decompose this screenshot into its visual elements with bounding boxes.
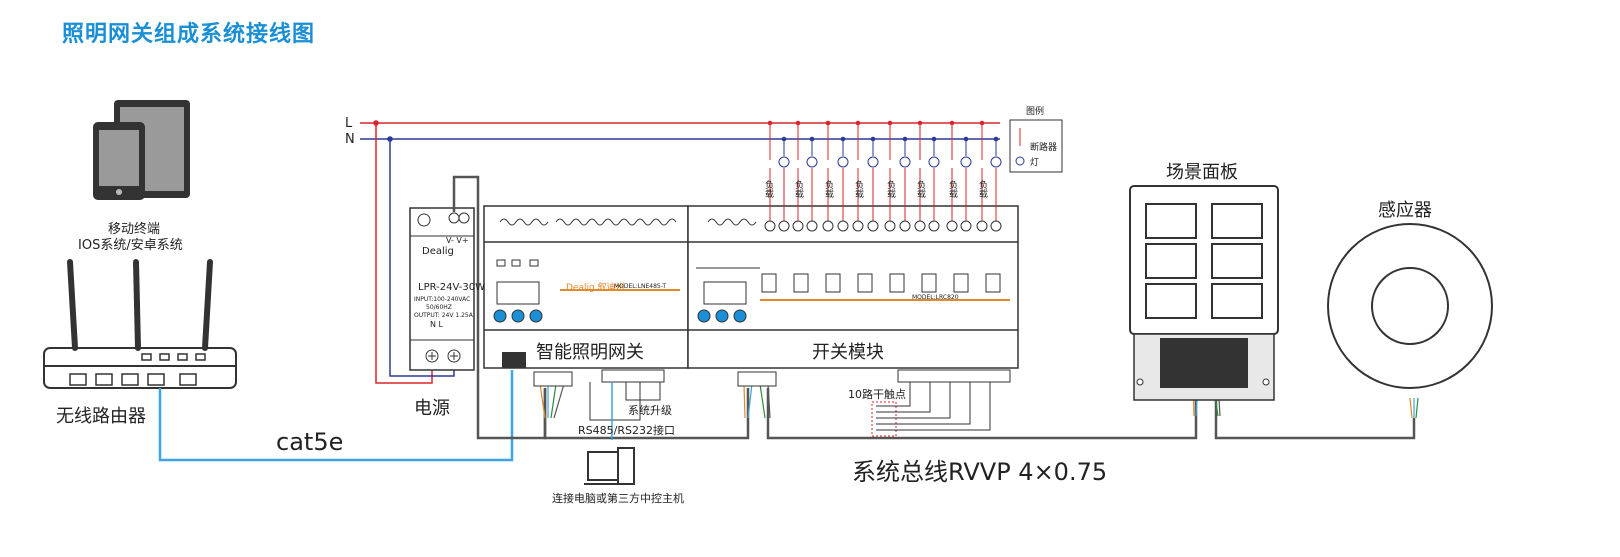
line-N-label: N [345,132,355,147]
mobile-os-label: IOS系统/安卓系统 [78,238,183,253]
page-title: 照明网关组成系统接线图 [62,22,316,47]
switch-module-label: 开关模块 [812,342,884,363]
bus-label: 系统总线RVVP 4×0.75 [852,458,1108,486]
load-label-8: 负载 [977,180,987,198]
dry-contact-label: 10路干触点 [848,388,906,401]
load-label-3: 负载 [823,180,833,198]
pc-label: 连接电脑或第三方中控主机 [552,492,684,505]
cat5e-cable [158,370,514,462]
load-label-4: 负载 [853,180,863,198]
line-L-label: L [345,116,353,131]
rs-port-label: RS485/RS232接口 [578,424,675,437]
load-label-1: 负载 [763,180,773,198]
power-supply-icon [409,207,475,371]
gateway-label: 智能照明网关 [536,342,644,363]
mobile-terminal-icon [93,100,190,200]
cat5e-label: cat5e [276,428,344,456]
gateway-brand: Dealig 叙迪州 [566,283,625,293]
power-model: LPR-24V-30W [418,282,485,293]
power-brand: Dealig [422,246,454,257]
load-label-2: 负载 [793,180,803,198]
power-spec-freq: 50/60HZ [426,304,452,311]
switch-module-model: MODEL:LRC820 [912,294,959,301]
legend-lamp: 灯 [1030,158,1040,168]
legend-title: 图例 [1026,107,1045,117]
sensor-icon [1327,223,1493,389]
sensor-label: 感应器 [1378,200,1432,221]
legend-breaker: 断路器 [1030,143,1058,153]
load-label-7: 负载 [947,180,957,198]
scene-panel-icon [1129,185,1279,401]
mobile-terminal-label: 移动终端 [108,222,161,237]
load-label-6: 负载 [915,180,925,198]
pc-icon [584,382,635,485]
legend-box [1009,119,1063,173]
load-label-5: 负载 [885,180,895,198]
router-icon [43,259,237,389]
rj45-port [502,352,526,368]
upgrade-label: 系统升级 [628,404,672,417]
gateway-model: MODEL:LNE485-T [614,283,667,290]
power-spec-input: INPUT:100-240VAC [414,296,471,303]
router-label: 无线路由器 [56,406,146,427]
power-spec-output: OUTPUT: 24V 1.25A [414,312,473,319]
power-terminals-bottom: N L [430,320,443,329]
power-terminals-top: V- V+ [446,236,469,245]
power-label: 电源 [414,398,450,419]
scene-panel-label: 场景面板 [1166,162,1238,183]
